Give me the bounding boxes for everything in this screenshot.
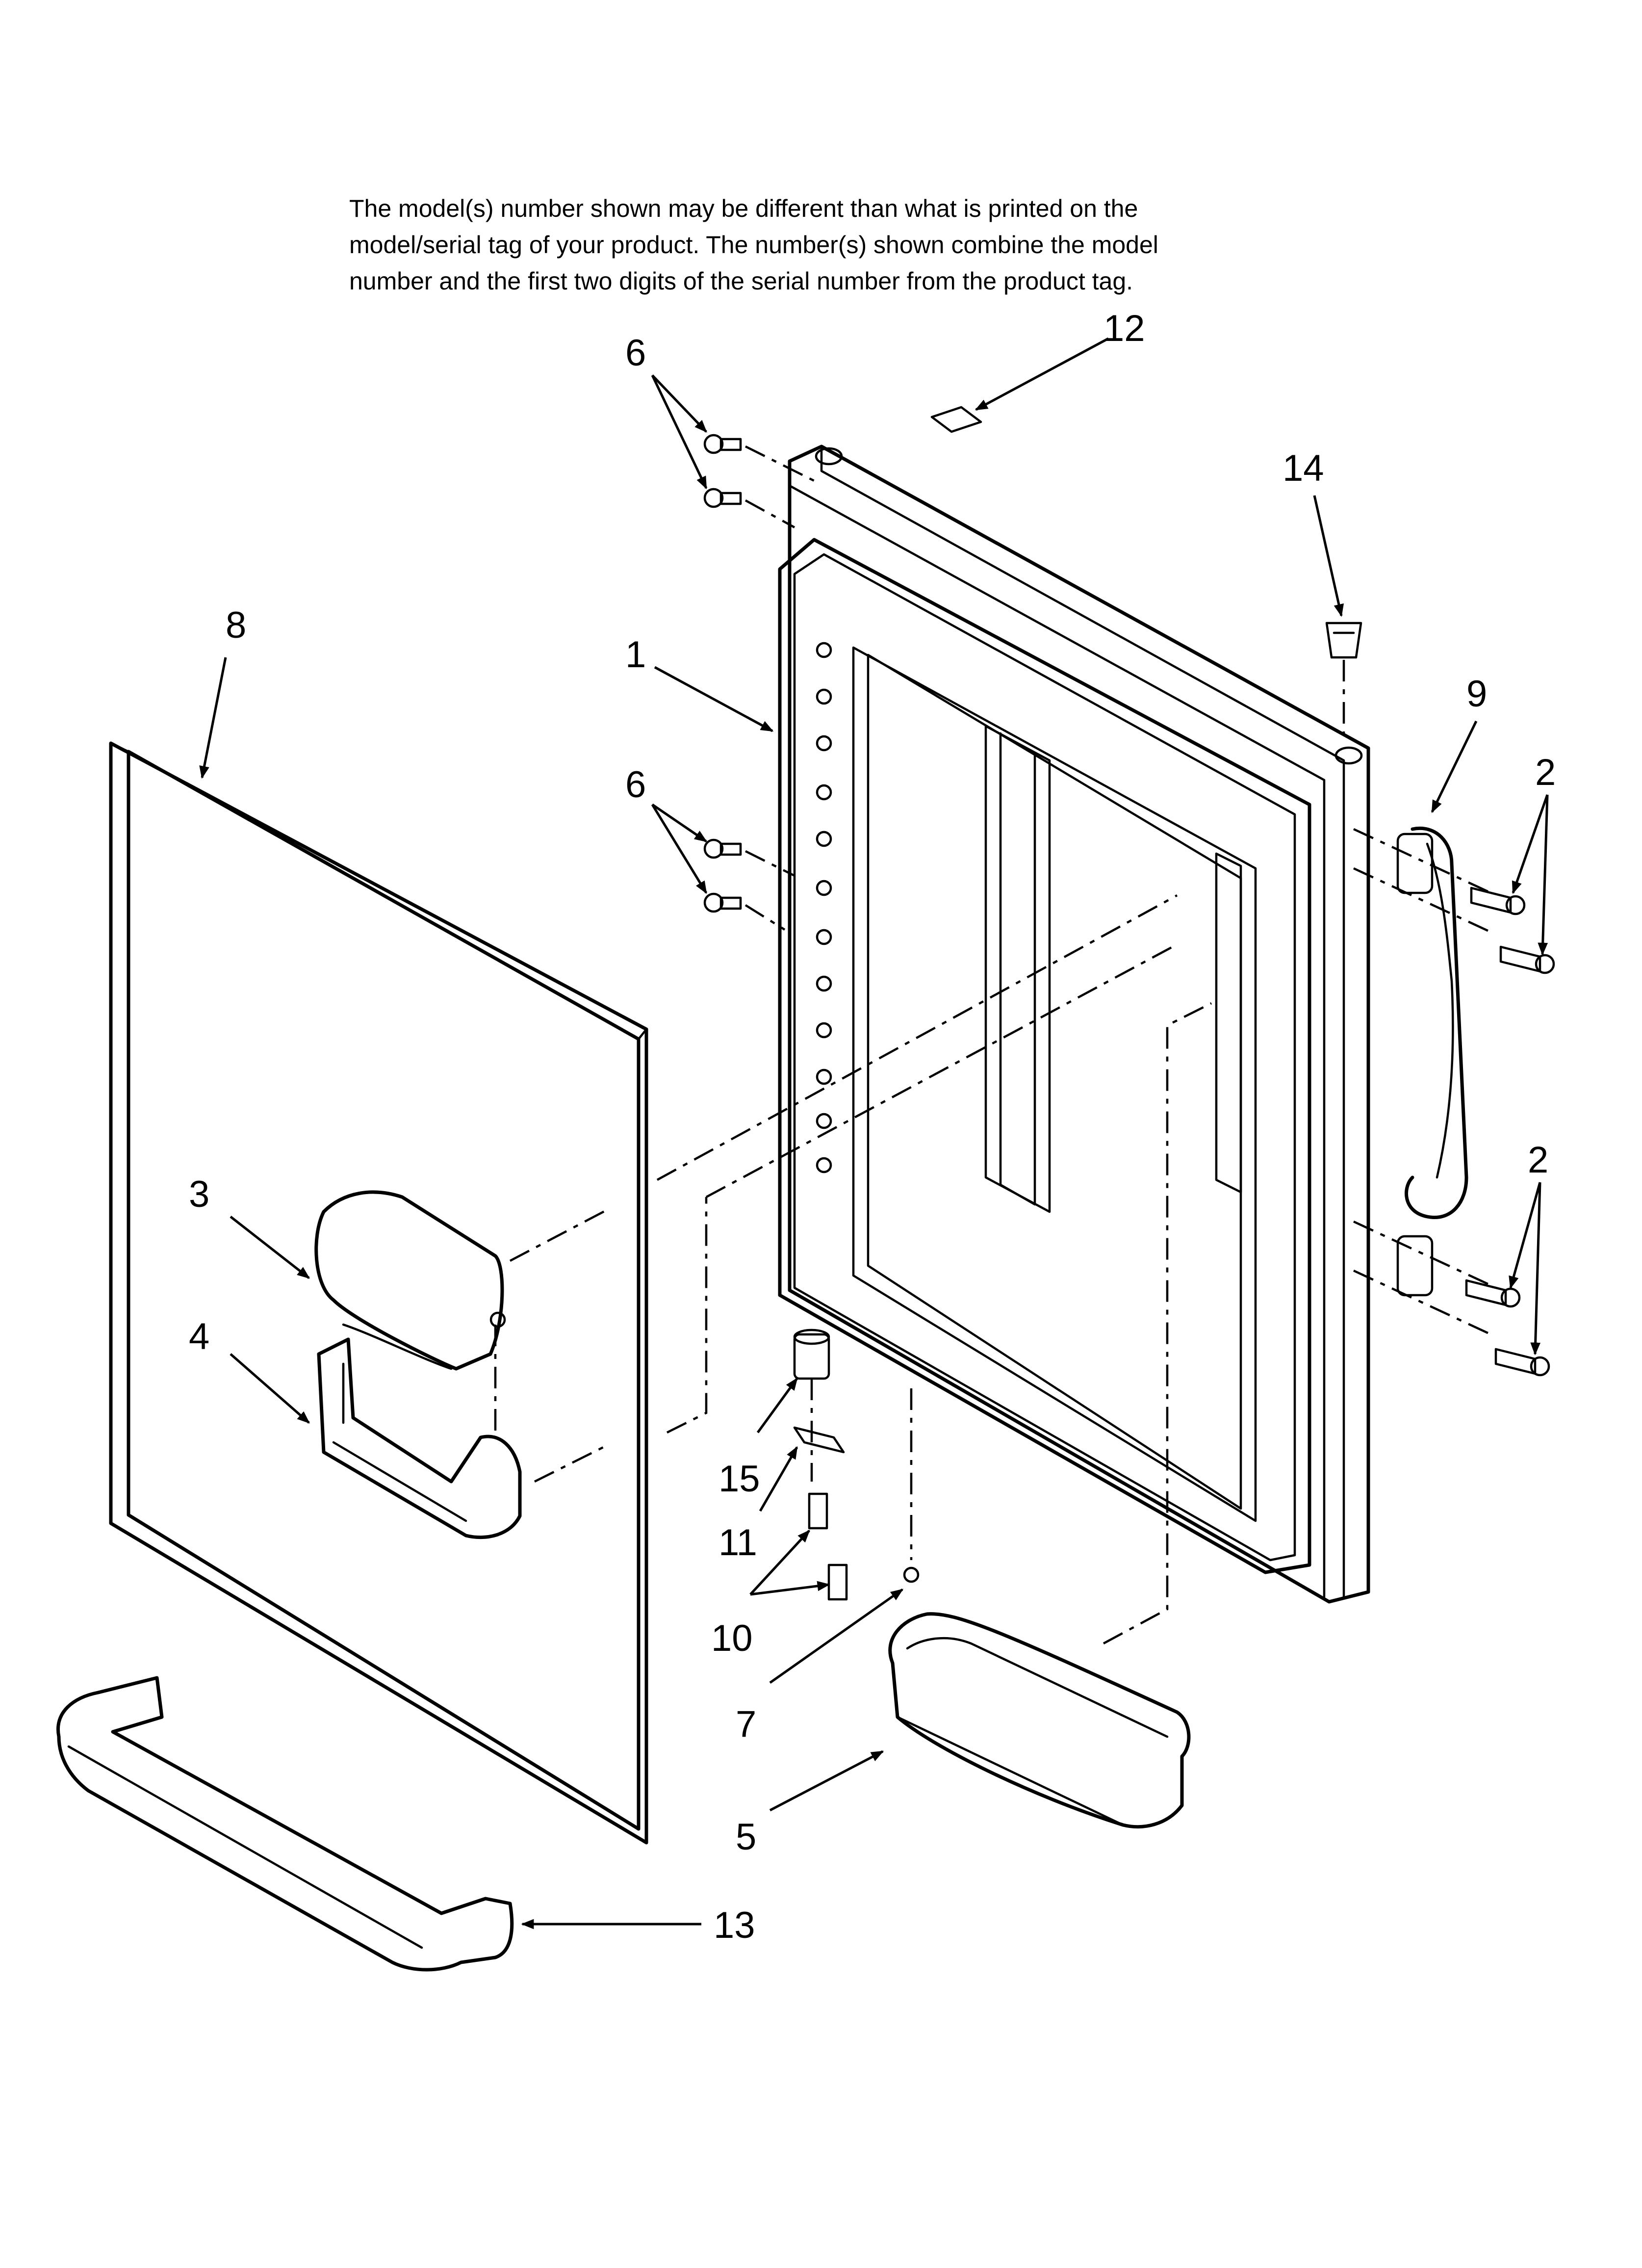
callout-6-top: 6 (625, 332, 646, 374)
hinge-screws-part-6 (703, 434, 820, 931)
callout-4: 4 (189, 1316, 209, 1357)
callout-1: 1 (625, 634, 646, 676)
corner-clip-part-12 (930, 406, 982, 433)
shelf-clip-row (816, 642, 832, 1173)
dispenser-tray-part-4 (317, 1337, 522, 1539)
callout-2-bottom: 2 (1528, 1139, 1548, 1181)
callout-arrows (199, 337, 1549, 1929)
hinge-pin-part-15 (793, 1329, 830, 1380)
hinge-bushing-part-14 (1325, 622, 1362, 736)
callout-labels: 12 6 14 8 1 9 2 6 2 3 4 15 11 10 7 5 13 (189, 308, 1556, 1946)
callout-15: 15 (718, 1458, 760, 1500)
shelf-rail-part-13 (56, 1676, 514, 1972)
door-bin-part-5 (888, 1612, 1191, 1829)
note-line-2: model/serial tag of your product. The nu… (349, 231, 1158, 259)
callout-13: 13 (714, 1904, 755, 1946)
assembly-lines (494, 894, 1212, 1644)
door-liner-part-1 (778, 444, 1370, 1604)
door-panel-part-8 (109, 741, 648, 1845)
callout-2-top: 2 (1535, 752, 1556, 793)
handle-screws-part-2 (1465, 886, 1555, 1377)
callout-9: 9 (1466, 673, 1487, 715)
bracket-part-11 (793, 1426, 845, 1454)
note-line-1: The model(s) number shown may be differe… (349, 195, 1138, 222)
handle-part-9 (1353, 827, 1491, 1336)
callout-11: 11 (718, 1522, 757, 1564)
dispenser-cover-part-3 (314, 1190, 506, 1371)
callout-8: 8 (226, 604, 246, 646)
callout-14: 14 (1283, 447, 1324, 489)
plug-part-7 (903, 1566, 920, 1583)
callout-6-mid: 6 (625, 764, 646, 806)
callout-7: 7 (736, 1703, 756, 1745)
callout-12: 12 (1103, 308, 1145, 349)
callout-5: 5 (736, 1816, 756, 1858)
callout-10: 10 (711, 1617, 753, 1659)
note-line-3: number and the first two digits of the s… (349, 267, 1133, 295)
callout-3: 3 (189, 1173, 209, 1215)
model-number-note: The model(s) number shown may be differe… (349, 190, 1477, 299)
